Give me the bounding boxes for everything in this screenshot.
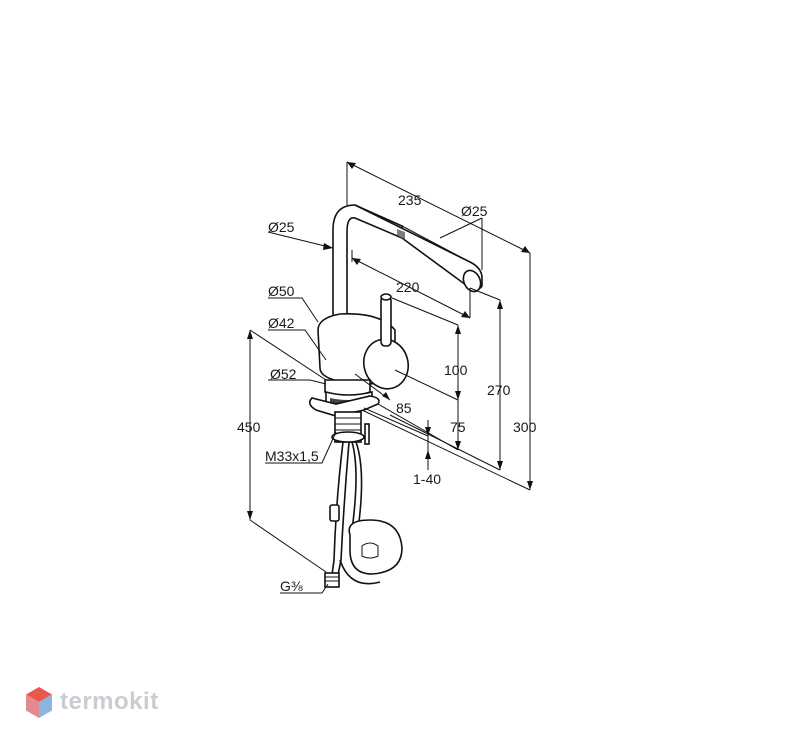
label-d-base: Ø42: [268, 315, 295, 331]
label-base-offset: 85: [396, 400, 412, 416]
termokit-logo-icon: [26, 687, 52, 718]
label-height-base: 75: [450, 419, 466, 435]
label-d-flange: Ø52: [270, 366, 297, 382]
faucet-body: [308, 204, 483, 445]
label-d-spout-top: Ø25: [461, 203, 488, 219]
label-connection: G⅜: [280, 578, 303, 594]
label-hose-length: 450: [237, 419, 261, 435]
dimension-labels: Ø25 235 Ø25 220 Ø50 Ø42 Ø52 100 270 85 7…: [237, 192, 537, 594]
label-reach-total: 235: [398, 192, 422, 208]
hoses: [324, 441, 403, 588]
label-height-outlet: 270: [487, 382, 511, 398]
dimension-lines: [247, 161, 533, 594]
label-height-lever: 100: [444, 362, 468, 378]
termokit-logo-text: termokit: [60, 688, 159, 715]
label-d-body: Ø50: [268, 283, 295, 299]
label-thread: M33x1,5: [265, 448, 319, 464]
label-reach-outlet: 220: [396, 279, 420, 295]
label-d-spout: Ø25: [268, 219, 295, 235]
label-height-total: 300: [513, 419, 537, 435]
label-worktop: 1-40: [413, 471, 441, 487]
